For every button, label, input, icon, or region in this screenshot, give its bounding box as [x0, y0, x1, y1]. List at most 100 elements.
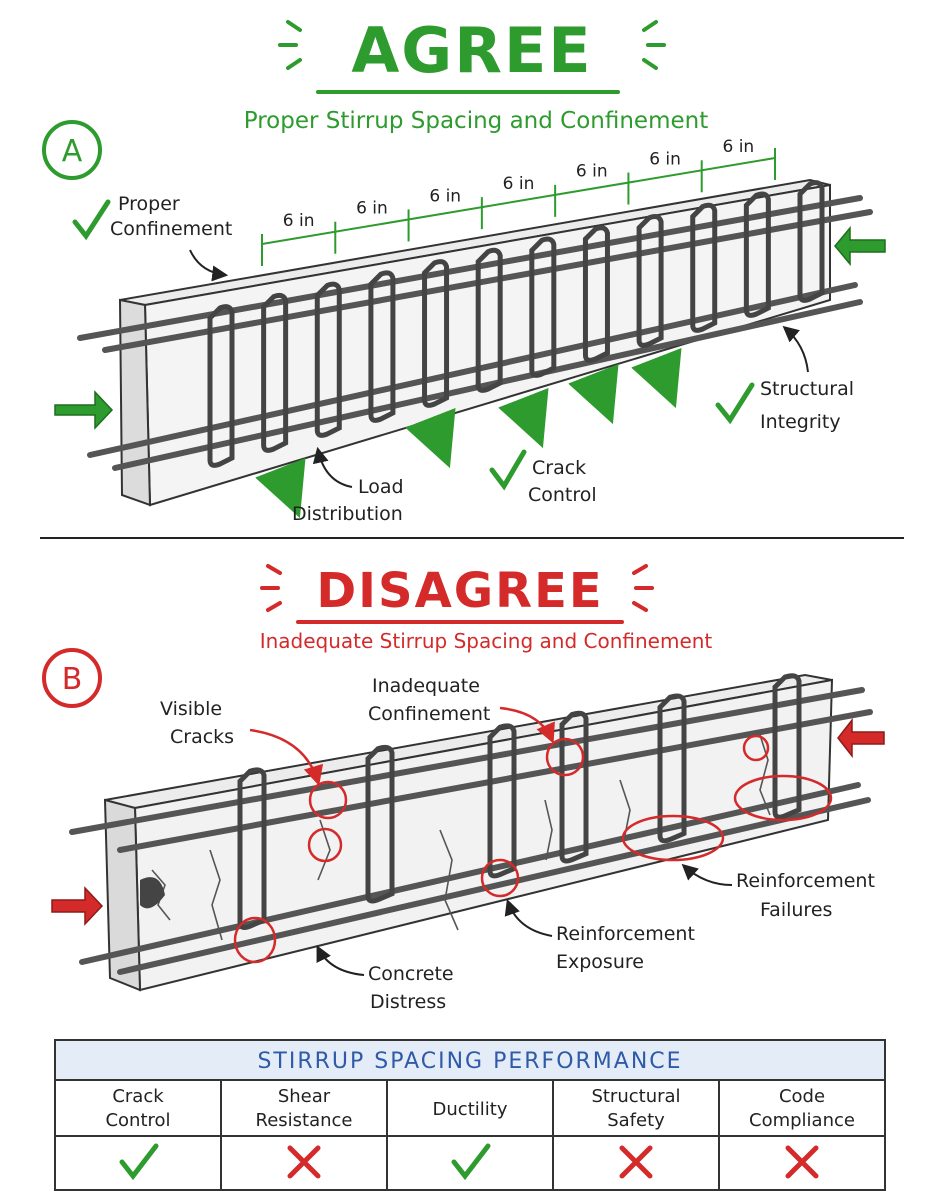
stirrup	[772, 673, 802, 820]
title-emphasis-dashes	[278, 20, 666, 70]
svg-text:Inadequate: Inadequate	[372, 675, 480, 697]
spalled-concrete	[140, 877, 165, 909]
svg-text:Structural: Structural	[760, 378, 854, 400]
table-header-label: Compliance	[749, 1110, 855, 1131]
badge-b: B	[42, 648, 102, 708]
cross-icon	[785, 1145, 819, 1179]
table-column: Ductility	[433, 1099, 508, 1181]
stirrup	[529, 236, 557, 378]
svg-text:Distribution: Distribution	[292, 503, 403, 525]
down-arrow-icon	[255, 457, 306, 519]
table-header-label: Shear	[278, 1086, 331, 1107]
down-arrow-icon	[405, 407, 456, 469]
spacing-label: 6 in	[283, 211, 315, 231]
stirrup	[690, 202, 718, 333]
defect-circle	[307, 827, 343, 863]
defect-circle	[308, 780, 348, 820]
svg-text:Distress: Distress	[370, 991, 446, 1013]
svg-text:A: A	[62, 134, 83, 169]
svg-text:Confinement: Confinement	[110, 218, 232, 240]
stirrup	[636, 214, 664, 348]
table-header-label: Crack	[112, 1086, 164, 1107]
beam-a	[77, 178, 873, 507]
svg-text:Confinement: Confinement	[368, 703, 490, 725]
spacing-label: 6 in	[356, 199, 388, 219]
svg-text:Control: Control	[528, 484, 597, 506]
svg-text:Reinforcement: Reinforcement	[736, 870, 875, 892]
callout-load-distribution: Load Distribution	[292, 446, 404, 525]
stirrup	[422, 259, 450, 408]
svg-text:Reinforcement: Reinforcement	[556, 923, 695, 945]
spacing-label: 6 in	[649, 149, 681, 169]
svg-text:Integrity: Integrity	[760, 411, 841, 433]
cross-icon	[287, 1145, 321, 1179]
beam-b	[69, 673, 873, 992]
svg-text:Cracks: Cracks	[170, 726, 234, 748]
down-arrow-icon	[568, 363, 619, 425]
check-icon	[715, 382, 755, 425]
agree-section: AGREE Proper Stirrup Spacing and Confine…	[42, 14, 886, 525]
stirrup	[314, 281, 342, 438]
disagree-section: DISAGREE Inadequate Stirrup Spacing and …	[42, 563, 885, 1013]
load-arrow-left-icon	[54, 390, 114, 430]
load-arrow-left-icon	[51, 886, 104, 926]
table-header-label: Code	[779, 1086, 825, 1107]
defect-circle	[480, 858, 520, 898]
callout-concrete-distress: Concrete Distress	[316, 945, 454, 1013]
stirrup	[475, 247, 503, 393]
down-arrow-icon	[498, 387, 549, 449]
table-header-label: Safety	[607, 1110, 665, 1131]
callout-inadequate-confinement: Inadequate Confinement	[368, 675, 555, 744]
table-header-label: Resistance	[256, 1110, 353, 1131]
spacing-dimension: 6 in6 in6 in6 in6 in6 in6 in	[261, 137, 776, 266]
table-header-label: Structural	[591, 1086, 680, 1107]
stirrup	[365, 744, 395, 904]
stirrup	[559, 710, 589, 864]
svg-text:Concrete: Concrete	[368, 963, 454, 985]
defect-circle	[621, 814, 725, 862]
agree-subtitle: Proper Stirrup Spacing and Confinement	[244, 108, 708, 134]
stirrup	[207, 304, 235, 468]
badge-a: A	[42, 120, 102, 180]
check-icon	[119, 1143, 159, 1181]
cross-icon	[619, 1145, 653, 1179]
callout-visible-cracks: Visible Cracks	[160, 698, 324, 786]
svg-text:B: B	[62, 662, 83, 697]
svg-text:Load: Load	[358, 476, 404, 498]
disagree-subtitle: Inadequate Stirrup Spacing and Confineme…	[260, 629, 713, 653]
defect-markers	[233, 734, 833, 964]
svg-text:Crack: Crack	[532, 457, 586, 479]
callout-crack-control: Crack Control	[489, 449, 597, 506]
check-icon	[489, 449, 527, 491]
table-title-bar	[54, 1039, 886, 1081]
performance-table: STIRRUP SPACING PERFORMANCE CrackControl…	[54, 1039, 886, 1191]
spacing-label: 6 in	[503, 174, 535, 194]
stirrup	[657, 693, 687, 844]
stirrup	[797, 180, 825, 303]
check-icon	[72, 199, 111, 241]
agree-title: AGREE	[351, 14, 592, 87]
stirrup	[743, 191, 771, 318]
down-arrow-icon	[631, 347, 682, 409]
defect-circle	[742, 734, 770, 762]
table-header-label: Control	[105, 1110, 170, 1131]
svg-text:Exposure: Exposure	[556, 951, 644, 973]
check-icon	[451, 1143, 491, 1181]
load-arrow-right-icon	[837, 717, 885, 759]
callout-reinforcement-exposure: Reinforcement Exposure	[504, 898, 695, 973]
defect-circle	[733, 774, 833, 822]
stirrup	[368, 270, 396, 423]
disagree-title: DISAGREE	[316, 563, 603, 619]
table-header-label: Ductility	[433, 1099, 508, 1120]
callout-reinforcement-failures: Reinforcement Failures	[681, 863, 875, 921]
load-arrow-right-icon	[834, 225, 886, 267]
svg-text:Proper: Proper	[118, 193, 180, 215]
stirrup	[582, 225, 610, 363]
svg-text:Visible: Visible	[160, 698, 222, 720]
